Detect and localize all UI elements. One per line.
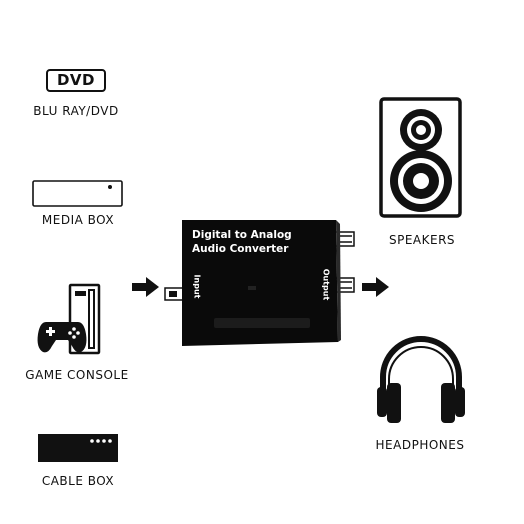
converter-device	[164, 220, 355, 346]
cable-box-label: CABLE BOX	[41, 474, 115, 488]
speakers-label: SPEAKERS	[388, 233, 456, 247]
converter-title-line2: Audio Converter	[192, 243, 289, 255]
blu-ray-label: BLU RAY/DVD	[33, 104, 119, 118]
converter-title-line1: Digital to Analog	[192, 229, 292, 241]
input-port-label: Input	[192, 274, 202, 299]
output-port-label: Output	[321, 268, 331, 301]
dvd-logo: DVD	[46, 69, 106, 92]
speaker-icon	[379, 97, 462, 218]
cable-box-icon	[38, 434, 118, 462]
headphones-label: HEADPHONES	[375, 438, 465, 452]
media-box-label: MEDIA BOX	[41, 213, 115, 227]
game-console-icon	[37, 283, 101, 355]
game-console-label: GAME CONSOLE	[25, 368, 129, 382]
media-box-icon	[32, 180, 123, 207]
input-arrow-icon	[132, 277, 159, 297]
headphones-icon	[377, 336, 465, 423]
output-arrow-icon	[362, 277, 389, 297]
